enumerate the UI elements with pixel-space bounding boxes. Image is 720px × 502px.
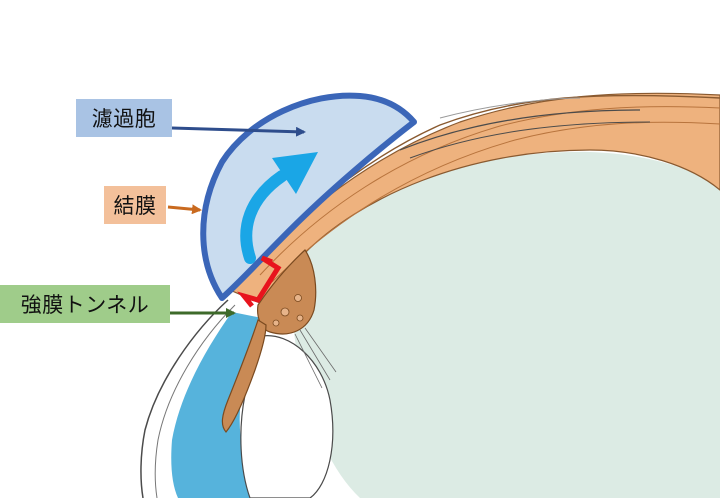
conjunctiva-pointer-arrow — [168, 207, 200, 210]
conjunctiva-label: 結膜 — [104, 186, 166, 224]
scleral-tunnel-label: 強膜トンネル — [0, 285, 170, 323]
bleb-label: 濾過胞 — [76, 99, 172, 137]
